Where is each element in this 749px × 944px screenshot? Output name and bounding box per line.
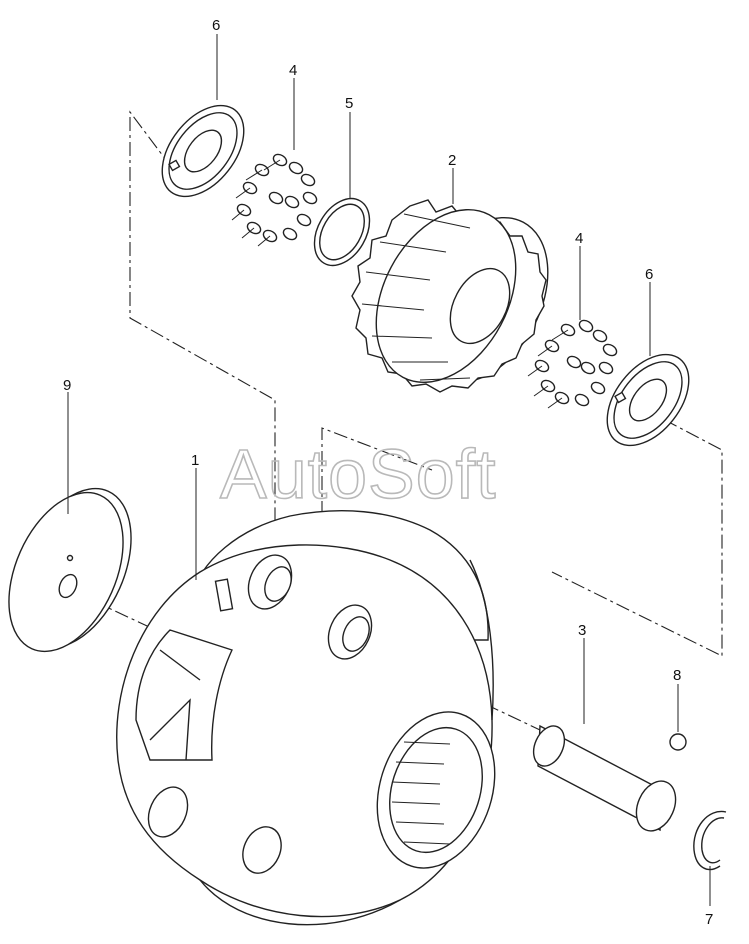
callout-3: 3 [578,622,586,639]
needle-roller-set-upper [231,153,318,247]
planet-carrier-housing [116,510,496,926]
callout-5: 5 [345,95,353,112]
snap-ring-lower [693,810,727,871]
watermark: AutoSoft [220,435,497,513]
callout-1: 1 [191,452,199,469]
callout-6-upper: 6 [212,17,220,34]
callout-numbers: 1 2 3 4 4 5 6 6 7 8 9 [63,17,713,928]
callout-2: 2 [448,152,456,169]
steel-ball [669,733,687,751]
callout-6-lower: 6 [645,266,653,283]
thrust-washer-large [8,487,132,653]
callout-8: 8 [673,667,681,684]
needle-roller-set-lower [527,319,618,409]
callout-4-upper: 4 [289,62,297,79]
callout-4-lower: 4 [575,230,583,247]
snap-ring-upper [313,197,371,267]
planet-pin [532,724,677,832]
thrust-washer-lower [606,353,690,447]
planet-gear [351,199,549,393]
callout-9: 9 [63,377,71,394]
callout-leaders [67,34,711,906]
callout-7: 7 [705,911,713,928]
thrust-washer-upper [161,104,245,198]
